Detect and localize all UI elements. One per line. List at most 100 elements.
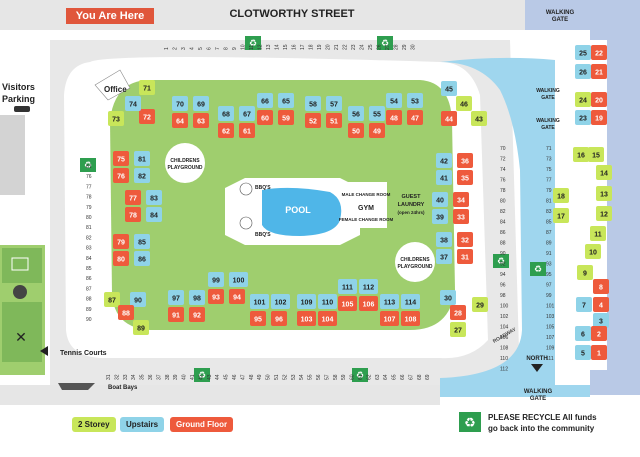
parking-bay-right: 82	[500, 209, 506, 215]
parking-bay-top: 6	[207, 47, 213, 50]
parking-bay-bottom: 33	[123, 374, 129, 380]
unit-97: 97	[168, 290, 184, 305]
parking-bay-right: 94	[500, 272, 506, 278]
parking-bay-top: 26	[377, 44, 383, 50]
parking-bay-right: 86	[500, 230, 506, 236]
parking-bay-right: 87	[546, 230, 552, 236]
unit-37: 37	[436, 249, 452, 264]
unit-94: 94	[229, 289, 245, 304]
unit-60: 60	[257, 110, 273, 125]
parking-bay-bottom: 44	[215, 374, 221, 380]
unit-24: 24	[575, 92, 591, 107]
unit-74: 74	[125, 96, 141, 111]
gym-label: GYM	[358, 205, 374, 212]
parking-bay-right: 91	[546, 251, 552, 257]
unit-58: 58	[305, 96, 321, 111]
playground-1	[165, 143, 205, 183]
unit-76: 76	[113, 168, 129, 183]
svg-text:85: 85	[138, 240, 146, 247]
parking-bay-bottom: 45	[224, 374, 230, 380]
unit-104: 104	[318, 311, 337, 326]
car-icon	[14, 106, 30, 112]
parking-bay-right: 98	[500, 293, 506, 299]
pool-label: POOL	[285, 205, 311, 215]
unit-1: 1	[591, 345, 607, 360]
svg-text:35: 35	[461, 176, 469, 183]
parking-bay-bottom: 31	[106, 374, 112, 380]
svg-text:56: 56	[352, 112, 360, 119]
laundry-label-2: LAUNDRY	[398, 202, 425, 208]
unit-79: 79	[113, 234, 129, 249]
parking-bay-left: 85	[86, 266, 92, 272]
unit-96: 96	[271, 311, 287, 326]
parking-bay-top: 14	[275, 44, 281, 50]
unit-108: 108	[401, 311, 420, 326]
svg-text:6: 6	[581, 332, 585, 339]
laundry-label-3: (open 24hrs)	[397, 210, 425, 215]
parking-bay-bottom: 61	[358, 374, 364, 380]
parking-bay-right: 99	[546, 293, 552, 299]
svg-text:47: 47	[411, 116, 419, 123]
svg-text:41: 41	[440, 176, 448, 183]
svg-text:59: 59	[282, 116, 290, 123]
unit-103: 103	[297, 311, 316, 326]
parking-bay-top: 12	[258, 44, 264, 50]
parking-bay-bottom: 56	[316, 374, 322, 380]
parking-bay-top: 24	[360, 44, 366, 50]
svg-text:82: 82	[138, 174, 146, 181]
you-are-here-label: You Are Here	[66, 8, 154, 24]
parking-bay-right: 79	[546, 188, 552, 194]
svg-text:18: 18	[557, 194, 565, 201]
svg-text:93: 93	[212, 295, 220, 302]
walking-gate-bottom-1: WALKING	[524, 389, 553, 395]
parking-bay-bottom: 42	[198, 374, 204, 380]
unit-77: 77	[125, 190, 141, 205]
svg-text:100: 100	[233, 278, 245, 285]
walking-gate-top-2: GATE	[552, 17, 568, 23]
unit-26: 26	[575, 64, 591, 79]
svg-text:103: 103	[301, 317, 313, 324]
north-arrow-icon	[531, 364, 543, 372]
svg-text:98: 98	[193, 296, 201, 303]
parking-bay-bottom: 67	[408, 374, 414, 380]
unit-29: 29	[472, 297, 488, 312]
svg-text:39: 39	[436, 215, 444, 222]
parking-bay-right: 110	[500, 356, 508, 362]
recycle-icon: ♻	[377, 36, 393, 50]
parking-bay-bottom: 62	[366, 374, 372, 380]
svg-text:111: 111	[342, 285, 353, 292]
parking-bay-top: 30	[411, 44, 417, 50]
unit-21: 21	[591, 64, 607, 79]
parking-bay-left: 76	[86, 174, 92, 180]
svg-text:42: 42	[440, 159, 448, 166]
parking-bay-right: 101	[546, 304, 555, 310]
parking-bay-right: 78	[500, 188, 506, 194]
svg-text:45: 45	[445, 87, 453, 94]
parking-bay-right: 106	[500, 335, 509, 341]
svg-text:66: 66	[261, 99, 269, 106]
svg-text:21: 21	[595, 70, 603, 77]
parking-bay-left: 82	[86, 235, 92, 241]
parking-bay-left: 81	[86, 225, 92, 231]
svg-text:86: 86	[138, 257, 146, 264]
unit-99: 99	[208, 272, 224, 287]
parking-bay-top: 25	[368, 44, 374, 50]
svg-text:50: 50	[352, 129, 360, 136]
svg-text:106: 106	[363, 302, 375, 309]
parking-bay-top: 7	[215, 47, 221, 50]
parking-bay-right: 88	[500, 241, 506, 247]
svg-text:44: 44	[445, 117, 453, 124]
building-left	[0, 115, 25, 195]
svg-text:60: 60	[261, 116, 269, 123]
svg-text:2: 2	[597, 332, 601, 339]
tennis-courts-label: Tennis Courts	[60, 350, 107, 357]
parking-bay-left: 78	[86, 195, 92, 201]
svg-text:♻: ♻	[464, 415, 476, 430]
svg-text:4: 4	[599, 303, 603, 310]
unit-16: 16	[573, 147, 589, 162]
unit-25: 25	[575, 45, 591, 60]
svg-text:11: 11	[594, 232, 602, 239]
svg-text:26: 26	[579, 70, 587, 77]
unit-46: 46	[456, 96, 472, 111]
unit-56: 56	[348, 106, 364, 121]
